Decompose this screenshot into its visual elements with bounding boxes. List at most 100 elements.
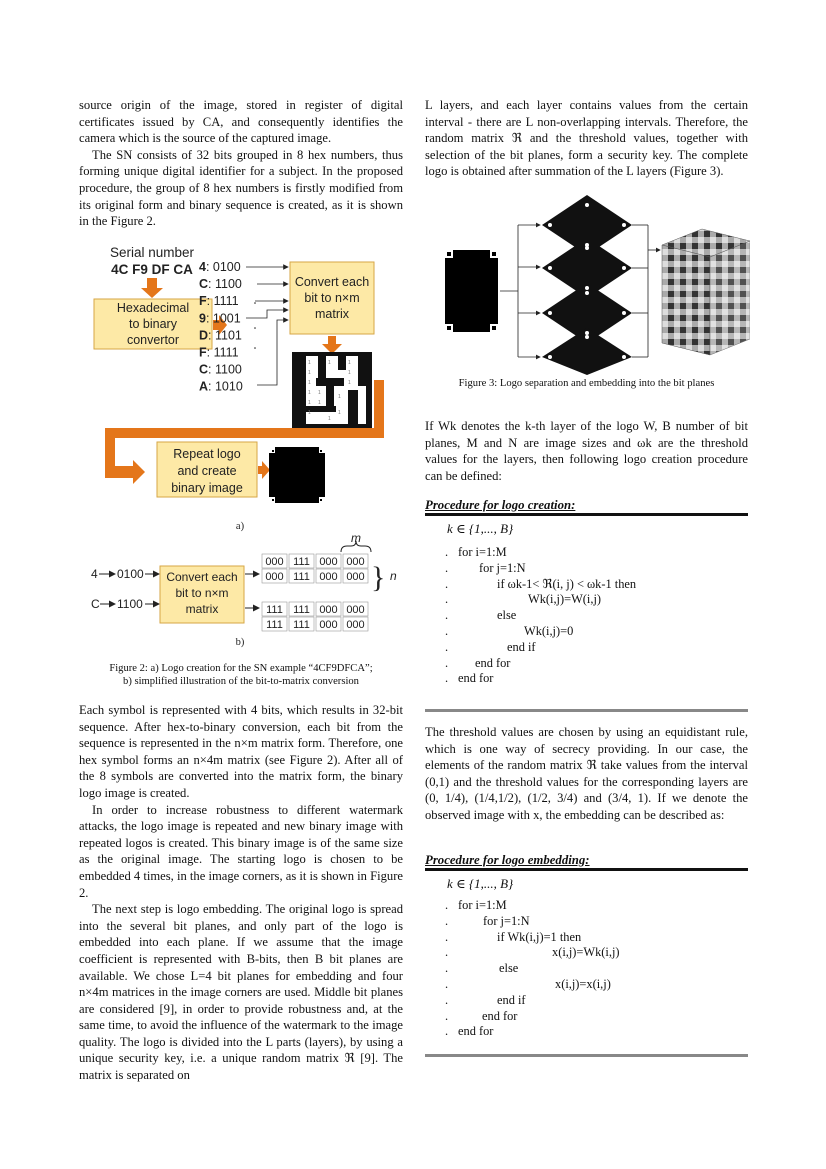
procedure-text: x(i,j)=Wk(i,j) <box>552 945 620 960</box>
matrix-cell: 000 <box>265 556 283 568</box>
procedure-line: .end for <box>425 1024 748 1040</box>
procedure-line: .else <box>425 961 748 977</box>
procedure-title: Procedure for logo creation: <box>425 498 576 512</box>
procedure-line: . Wk(i,j)=W(i,j) <box>425 592 748 608</box>
matrix-cell: 111 <box>293 619 310 631</box>
matrix-cell: 111 <box>266 604 283 616</box>
repeat-box-line-2: and create <box>177 464 236 478</box>
procedure-text: end for <box>458 1024 494 1039</box>
orange-arrow <box>213 315 227 335</box>
bullet-dot: . <box>445 560 449 575</box>
figure-2: Serial number 4C F9 DF CA Hexadecimal to… <box>91 245 397 648</box>
procedure-line: .end for <box>425 656 748 672</box>
serial-title: Serial number <box>110 245 195 260</box>
matrix-cell-border <box>261 616 288 632</box>
svg-text:1: 1 <box>328 360 331 366</box>
procedure-text: else <box>497 608 517 623</box>
matrix-cell: 111 <box>293 604 310 616</box>
svg-text:1: 1 <box>338 410 341 416</box>
procedure-line: . for j=1:N <box>425 561 748 577</box>
procedure-text: for i=1:M <box>458 898 507 912</box>
figure-3-caption: Figure 3: Logo separation and embedding … <box>458 378 715 389</box>
bullet-dot: . <box>445 576 449 591</box>
matrix-cell-border <box>342 616 369 632</box>
hex-box-line-3: convertor <box>127 333 179 347</box>
matrix-cell-border <box>261 568 288 584</box>
bullet-dot: . <box>445 1008 449 1023</box>
procedure-text: if ωk-1< ℜ(i, j) < ωk-1 then <box>497 576 637 591</box>
procedure-line: . end for <box>425 1009 748 1025</box>
bit-row: D: 1101 <box>199 328 242 342</box>
bullet-dot: . <box>445 592 449 607</box>
matrix-cell: 000 <box>319 604 337 616</box>
matrix-cell: 000 <box>319 556 337 568</box>
bullet-dot: . <box>445 992 449 1007</box>
b-input-symbol-2: C <box>91 597 100 611</box>
left-column: source origin of the image, stored in re… <box>79 97 403 230</box>
matrix-cell-border <box>315 568 342 584</box>
procedure-creation: Procedure for logo creation: k ∈ {1,...,… <box>425 498 748 712</box>
svg-text:1: 1 <box>308 360 311 366</box>
procedure-embedding: Procedure for logo embedding: k ∈ {1,...… <box>425 853 748 1057</box>
bit-row: 4: 0100 <box>199 260 241 274</box>
caption-line-2: b) simplified illustration of the bit-to… <box>123 676 359 687</box>
bit-row: F: 1111 <box>199 346 239 360</box>
svg-text:1: 1 <box>338 394 341 400</box>
procedure-line: .for i=1:M <box>425 898 748 914</box>
matrix-cell-border <box>288 616 315 632</box>
bit-row: A: 1010 <box>199 380 243 394</box>
b-input-value-2: 1100 <box>117 597 143 611</box>
matrix-cell-border <box>315 616 342 632</box>
procedure-line: .end if <box>425 993 748 1009</box>
paragraph: The threshold values are chosen by using… <box>425 725 748 822</box>
procedure-line: .end for <box>425 671 748 687</box>
svg-text:1: 1 <box>308 370 311 376</box>
procedure-text: end for <box>482 1008 518 1023</box>
bit-row: F: 1111 <box>199 294 239 308</box>
svg-text:1: 1 <box>318 390 321 396</box>
bit-plane-layers <box>542 195 632 375</box>
orange-flow-arrow <box>105 380 384 484</box>
b-input-value-1: 0100 <box>117 567 144 581</box>
hex-box-line-2: to binary <box>129 317 178 331</box>
b-input-symbol-1: 4 <box>91 567 98 581</box>
logo-square <box>445 250 498 332</box>
matrix-cell: 111 <box>266 619 283 631</box>
matrix-cell-border <box>342 553 369 569</box>
procedure-text: for j=1:N <box>479 560 526 575</box>
procedure-line: . if ωk-1< ℜ(i, j) < ωk-1 then <box>425 577 748 593</box>
matrix-cell-border <box>315 601 342 617</box>
paragraph: In order to increase robustness to diffe… <box>79 802 403 900</box>
procedure-text: for j=1:N <box>483 913 530 928</box>
repeat-box-line-3: binary image <box>171 481 243 495</box>
procedure-text: for i=1:M <box>458 545 507 559</box>
bit-row: C: 1100 <box>199 277 242 291</box>
procedure-line: .end if <box>425 640 748 656</box>
hex-box-line-1: Hexadecimal <box>117 301 189 315</box>
b-convert-line-2: bit to n×m <box>175 586 228 600</box>
convert-box-line-3: matrix <box>315 307 350 321</box>
procedure-text: end for <box>475 655 511 670</box>
procedure-text: x(i,j)=x(i,j) <box>555 976 611 991</box>
procedure-text: Wk(i,j)=W(i,j) <box>528 592 602 607</box>
svg-text:1: 1 <box>308 410 311 416</box>
n-label: n <box>390 569 397 583</box>
paragraph: The next step is logo embedding. The ori… <box>79 902 403 1083</box>
orange-arrow <box>322 336 342 354</box>
left-column-lower: Each symbol is represented with 4 bits, … <box>79 702 403 1084</box>
orange-arrow <box>258 461 270 479</box>
procedure-text: Wk(i,j)=0 <box>524 623 574 638</box>
svg-text:1: 1 <box>308 380 311 386</box>
procedure-line: .x(i,j)=x(i,j) <box>425 977 748 993</box>
figure-3 <box>445 195 750 375</box>
matrix-cell-border <box>342 568 369 584</box>
procedure-line: .else <box>425 608 748 624</box>
orange-arrow <box>141 278 163 298</box>
bullet-dot: . <box>445 961 449 976</box>
matrix-cell: 000 <box>265 571 283 583</box>
figure-2-caption: Figure 2: a) Logo creation for the SN ex… <box>79 662 403 688</box>
